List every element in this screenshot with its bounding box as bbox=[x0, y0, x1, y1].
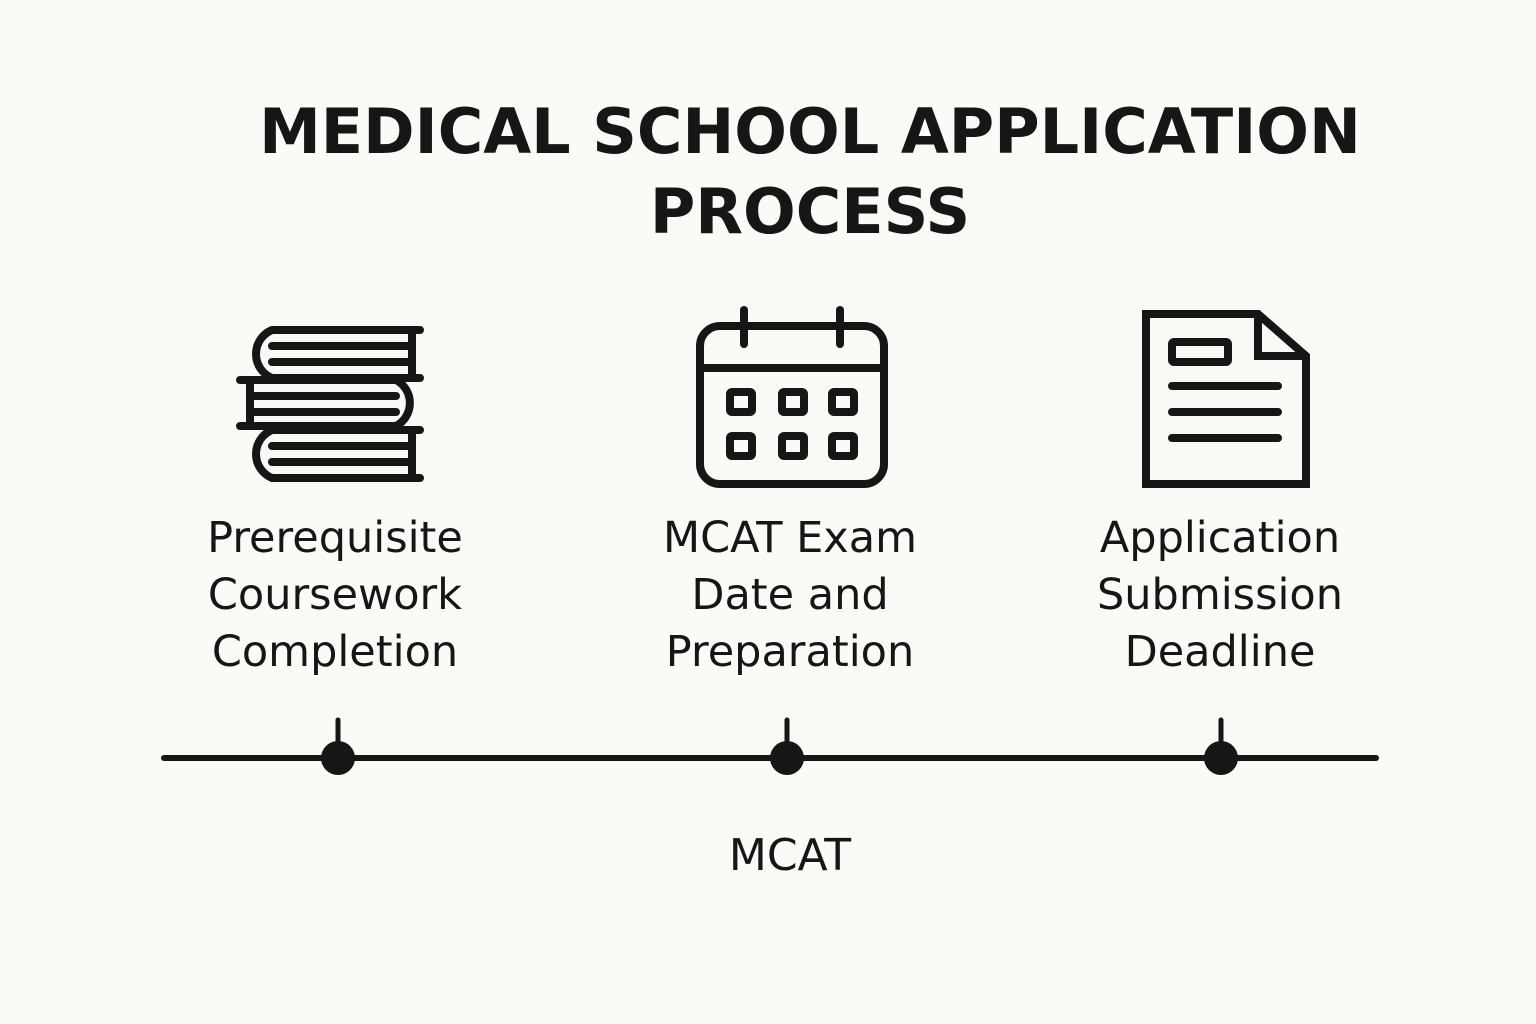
step-1-label-line-3: Completion bbox=[211, 627, 459, 677]
step-label-prerequisite: Prerequisite Coursework Completion bbox=[125, 510, 545, 681]
title-line-1: MEDICAL SCHOOL APPLICATION bbox=[259, 95, 1361, 168]
timeline-marker-3 bbox=[1204, 741, 1238, 775]
step-1-label-line-2: Coursework bbox=[207, 570, 463, 620]
timeline-marker-2 bbox=[770, 741, 804, 775]
timeline bbox=[161, 717, 1379, 775]
timeline-caption: MCAT bbox=[728, 830, 852, 881]
step-label-mcat-exam: MCAT Exam Date and Preparation bbox=[580, 510, 1000, 681]
step-2-label-line-1: MCAT Exam bbox=[663, 513, 917, 563]
calendar-icon bbox=[694, 304, 890, 490]
step-1-label-line-1: Prerequisite bbox=[207, 513, 463, 563]
title-line-2: PROCESS bbox=[649, 175, 971, 248]
timeline-marker-1 bbox=[321, 741, 355, 775]
step-3-label-line-2: Submission bbox=[1097, 570, 1343, 620]
step-2-label-line-3: Preparation bbox=[665, 627, 915, 677]
step-3-label-line-3: Deadline bbox=[1124, 627, 1316, 677]
page-title: MEDICAL SCHOOL APPLICATION PROCESS bbox=[160, 92, 1460, 252]
step-2-label-line-2: Date and bbox=[691, 570, 889, 620]
step-label-application-submission: Application Submission Deadline bbox=[1010, 510, 1430, 681]
books-stack-icon bbox=[230, 322, 430, 486]
step-3-label-line-1: Application bbox=[1099, 513, 1341, 563]
document-icon bbox=[1140, 308, 1312, 490]
